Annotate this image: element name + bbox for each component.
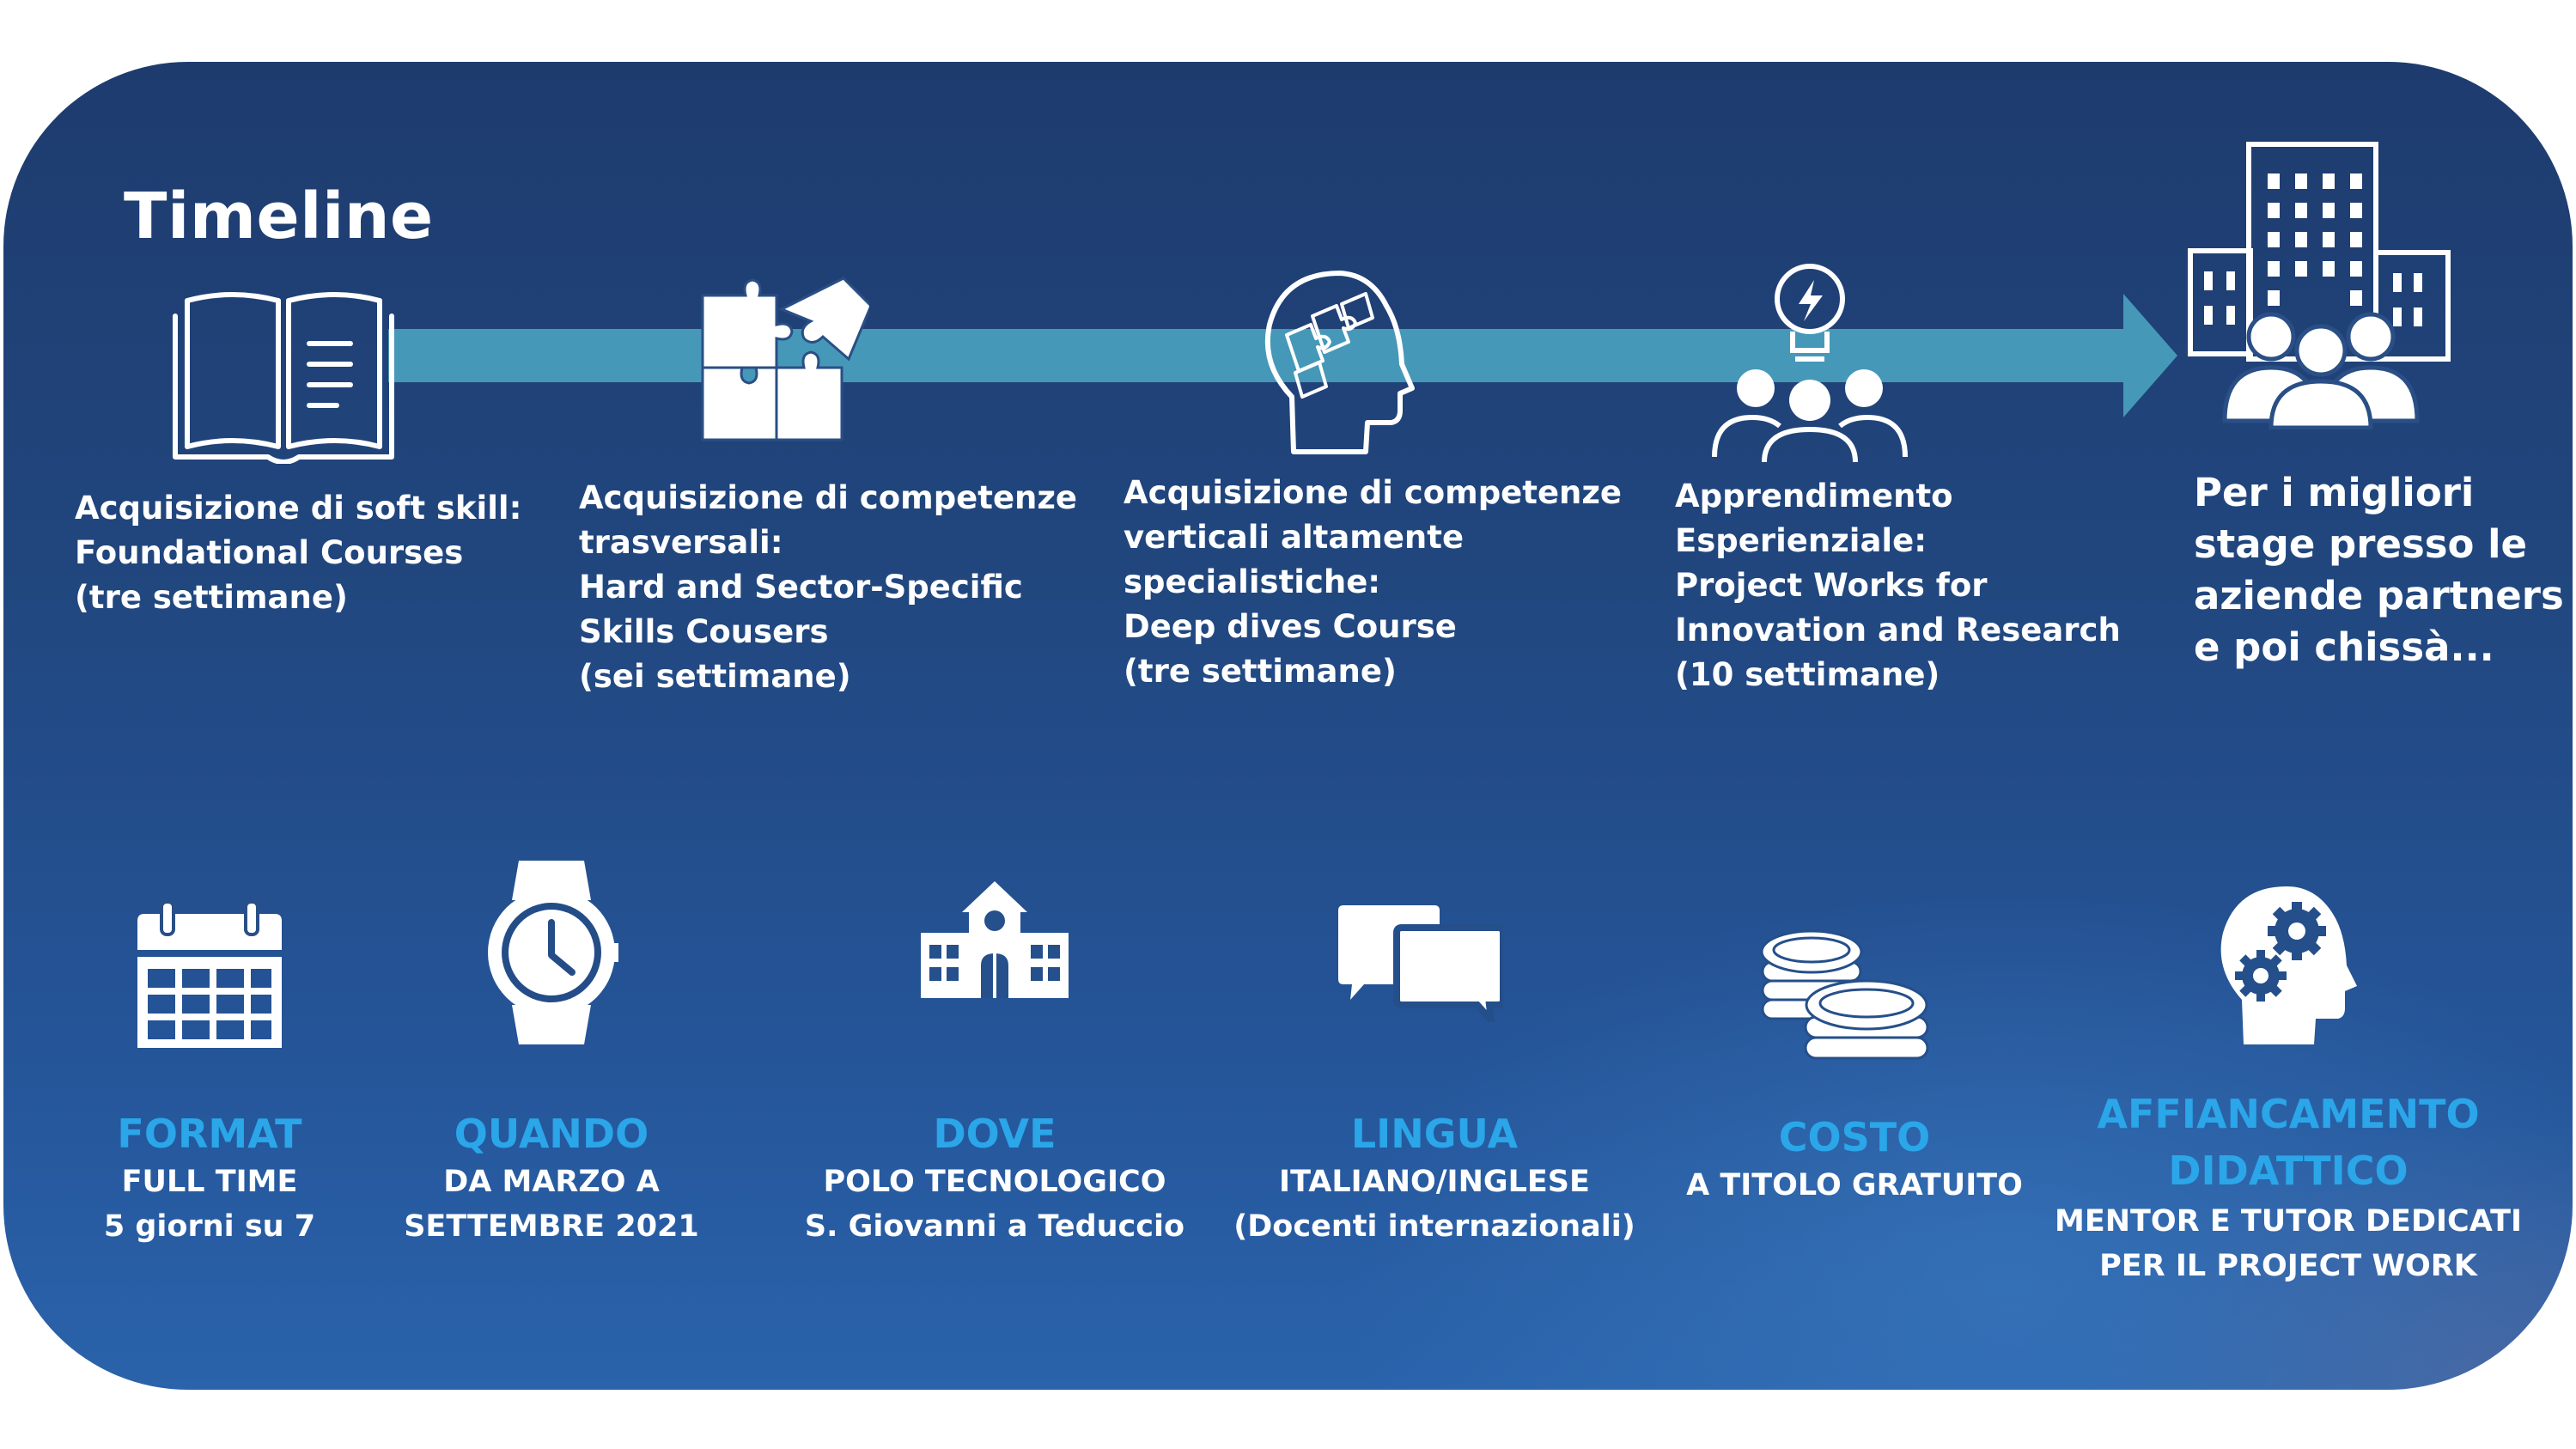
stage-apprendimento-esperienziale: Apprendimento Esperienziale: Project Wor… (1675, 478, 2121, 693)
wristwatch-icon (484, 861, 618, 1044)
puzzle-pieces-icon (697, 271, 869, 443)
page-title: Timeline (124, 180, 434, 253)
info-format: FORMAT FULL TIME 5 giorni su 7 (103, 1111, 316, 1244)
coins-stack-icon (1759, 928, 1931, 1072)
info-lingua: LINGUA ITALIANO/INGLESE (Docenti interna… (1233, 1111, 1635, 1244)
school-building-icon (921, 881, 1069, 998)
info-costo: COSTO A TITOLO GRATUITO (1686, 1114, 2023, 1202)
head-gears-icon (2214, 886, 2357, 1044)
speech-bubbles-icon (1338, 905, 1503, 1022)
info-affiancamento: AFFIANCAMENTO DIDATTICO MENTOR E TUTOR D… (2055, 1091, 2522, 1283)
info-dove: DOVE POLO TECNOLOGICO S. Giovanni a Tedu… (804, 1111, 1185, 1244)
info-quando: QUANDO DA MARZO A SETTEMBRE 2021 (404, 1111, 699, 1244)
calendar-icon (137, 902, 282, 1048)
stage-competenze-trasversali: Acquisizione di competenze trasversali: … (579, 479, 1078, 695)
stage-stage-aziende: Per i migliori stage presso le aziende p… (2194, 470, 2564, 670)
head-puzzle-icon (1258, 268, 1421, 457)
open-book-icon (172, 292, 395, 464)
timeline-arrow (388, 294, 2177, 417)
office-building-people-icon (2182, 137, 2457, 429)
stage-competenze-verticali: Acquisizione di competenze verticali alt… (1124, 474, 1623, 690)
team-lightbulb-icon (1702, 258, 1917, 464)
timeline-panel: Timeline (3, 62, 2573, 1390)
stage-soft-skill: Acquisizione di soft skill: Foundational… (75, 490, 522, 616)
